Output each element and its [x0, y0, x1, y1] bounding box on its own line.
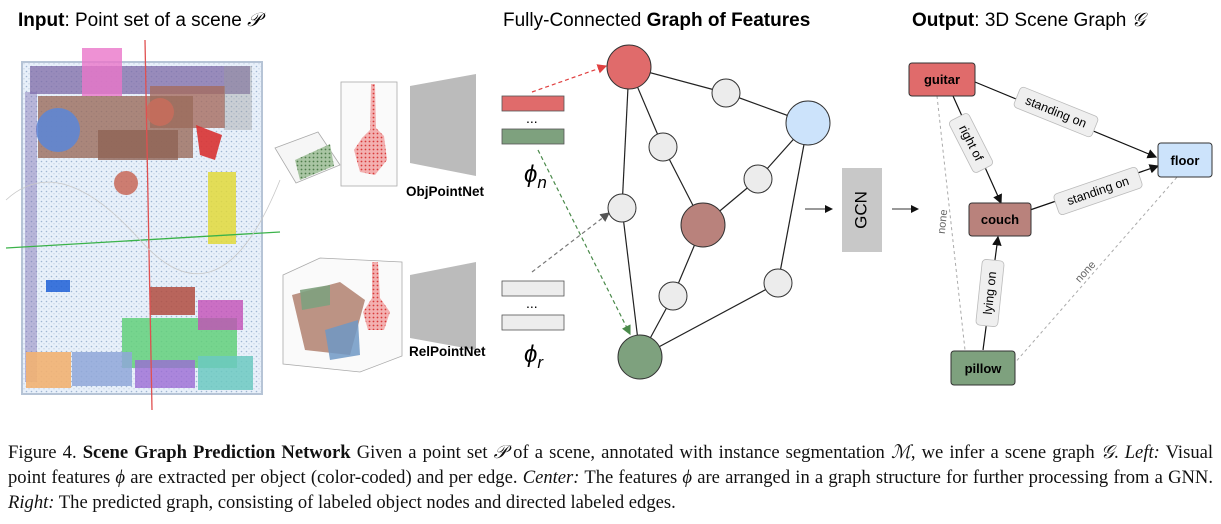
- edge-label-pillow-floor: none: [1073, 259, 1098, 285]
- output-header: Output: 3D Scene Graph 𝒢: [912, 9, 1149, 31]
- object-node-green: [617, 334, 663, 380]
- obj-encoder-trapezoid: [410, 74, 476, 176]
- edge-label-guitar-pillow: none: [936, 209, 950, 235]
- edge-crop-image: [282, 257, 403, 373]
- gcn-block: [842, 168, 882, 252]
- gcn-label: GCN: [851, 191, 870, 229]
- output-node-couch: couch: [968, 202, 1032, 237]
- output-node-floor: floor: [1157, 142, 1213, 178]
- scene-graph-figure: Input: Point set of a scene 𝒫 Fully-Conn…: [5, 9, 1213, 411]
- output-node-pillow: pillow: [950, 350, 1016, 386]
- figure-caption: Figure 4. Scene Graph Prediction Network…: [8, 442, 1214, 513]
- edge-node-4: [743, 164, 773, 194]
- edge-label-couch-floor: standing on: [1053, 166, 1143, 216]
- input-header: Input: Point set of a scene 𝒫: [18, 9, 266, 31]
- scene-point-cloud-image: [5, 39, 281, 411]
- arrow-edge-to-graph: [531, 212, 610, 273]
- edge-node-2: [648, 132, 678, 162]
- edge-label-pillow-couch: lying on: [975, 259, 1005, 327]
- edge-node-3: [607, 193, 637, 223]
- object-node-brown: [680, 202, 726, 248]
- arrow-green-to-node: [537, 149, 631, 336]
- edge-feature-dots: ...: [526, 295, 538, 311]
- node-feature-dots: ...: [526, 110, 538, 126]
- edge-feature-bottom: [501, 314, 565, 331]
- output-node-guitar: guitar: [908, 62, 976, 97]
- center-header: Fully-Connected Graph of Features: [503, 10, 810, 31]
- edge-node-6: [658, 281, 688, 311]
- phi-r-symbol: ϕr: [524, 341, 544, 372]
- svg-text:floor: floor: [1171, 153, 1200, 168]
- node-feature-green: [501, 128, 565, 145]
- object-node-red: [606, 44, 652, 90]
- edge-label-guitar-couch: right of: [949, 113, 993, 173]
- svg-text:pillow: pillow: [965, 361, 1003, 376]
- obj-encoder-label: ObjPointNet: [406, 184, 484, 199]
- edge-feature-top: [501, 280, 565, 297]
- object-crop-images: [274, 81, 398, 187]
- arrow-red-to-node: [531, 64, 608, 93]
- edge-node-5: [763, 268, 793, 298]
- edge-node-1: [711, 78, 741, 108]
- svg-text:guitar: guitar: [924, 72, 960, 87]
- svg-text:couch: couch: [981, 212, 1019, 227]
- feature-graph: [621, 66, 809, 358]
- object-node-blue: [785, 100, 831, 146]
- svg-text:lying on: lying on: [981, 271, 999, 315]
- node-feature-red: [501, 95, 565, 112]
- edge-label-guitar-floor: standing on: [1013, 86, 1099, 138]
- phi-n-symbol: ϕn: [524, 161, 547, 192]
- rel-encoder-label: RelPointNet: [409, 344, 486, 359]
- rel-encoder-trapezoid: [410, 262, 476, 350]
